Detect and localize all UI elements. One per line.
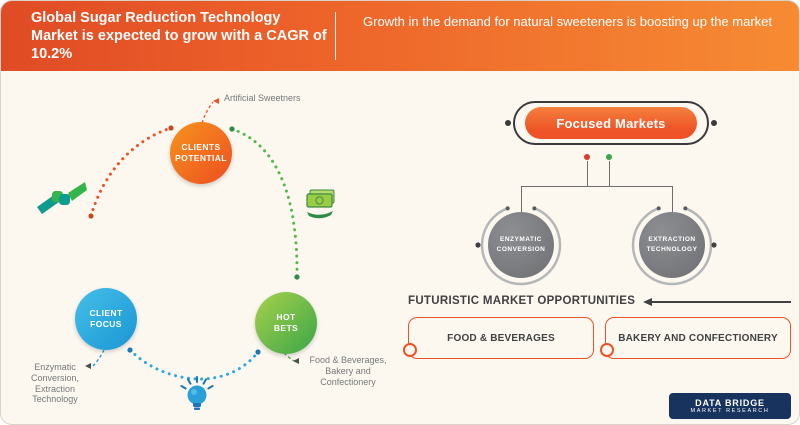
- callout-line: Bakery and: [325, 365, 371, 376]
- connector-drop-left: [521, 186, 522, 212]
- header-subtitle: Growth in the demand for natural sweeten…: [363, 14, 772, 29]
- brand-logo: DATA BRIDGE MARKET RESEARCH: [669, 393, 791, 419]
- header-banner: Global Sugar Reduction Technology Market…: [1, 1, 799, 71]
- callout-line: Enzymatic: [34, 362, 76, 372]
- callout-arrow-icon: [85, 363, 91, 369]
- callout-hot-bets: Food & Beverages, Bakery and Confectione…: [300, 355, 396, 387]
- connector-horizontal: [521, 186, 673, 187]
- lightbulb-icon: [180, 376, 214, 410]
- cycle-arc-orange: [89, 126, 173, 218]
- opportunity-label: BAKERY AND CONFECTIONERY: [618, 332, 778, 344]
- branch-dot-green: [606, 154, 612, 160]
- cycle-arc-green: [230, 127, 299, 279]
- opportunity-label: FOOD & BEVERAGES: [447, 332, 555, 344]
- branch-label-line: EXTRACTION: [648, 235, 696, 243]
- leader-client-focus: [91, 349, 105, 368]
- leader-artificial-sweetners: [201, 101, 214, 124]
- cycle-arc-blue: [128, 348, 260, 381]
- callout-arrow-icon: [293, 358, 299, 364]
- corner-ring-icon: [403, 343, 417, 357]
- opportunities-heading: FUTURISTIC MARKET OPPORTUNITIES: [408, 295, 636, 307]
- connector-stem-right: [609, 161, 610, 186]
- focused-markets-pill: Focused Markets: [525, 107, 697, 139]
- branch-dot-red: [584, 154, 590, 160]
- logo-line-2: MARKET RESEARCH: [690, 408, 770, 415]
- callout-line: Food & Beverages,: [309, 355, 387, 365]
- opportunity-box-bakery-confectionery: BAKERY AND CONFECTIONERY: [600, 317, 791, 359]
- header-divider: [335, 12, 336, 60]
- node-label-line: CLIENTS: [181, 141, 221, 152]
- connector-drop-right: [672, 186, 673, 212]
- node-label-line: CLIENT: [89, 307, 123, 318]
- branch-label-line: CONVERSION: [496, 246, 546, 253]
- node-label-line: POTENTIAL: [175, 153, 227, 163]
- outline-dot-left: [505, 120, 511, 126]
- focused-markets-outline: [505, 101, 717, 145]
- node-client-focus: CLIENT FOCUS: [75, 288, 137, 350]
- logo-line-1: DATA BRIDGE: [695, 397, 765, 408]
- branch-label-line: ENZYMATIC: [500, 235, 542, 243]
- branch-circle-extraction-technology: EXTRACTION TECHNOLOGY: [639, 212, 705, 278]
- node-label-line: FOCUS: [90, 319, 122, 329]
- callout-artificial-sweetners: Artificial Sweetners: [224, 93, 301, 103]
- money-in-hand-icon: [306, 189, 335, 219]
- page-title: Global Sugar Reduction Technology Market…: [31, 10, 327, 62]
- opportunities-arrow-icon: [643, 298, 652, 306]
- node-label-line: BETS: [273, 323, 299, 333]
- opportunities-arrow-line: [651, 301, 791, 303]
- branch-label-line: TECHNOLOGY: [646, 246, 698, 253]
- callout-line: Technology: [32, 394, 78, 405]
- opportunity-box-food-beverages: FOOD & BEVERAGES: [403, 317, 594, 359]
- corner-ring-icon: [600, 343, 614, 357]
- callout-line: Extraction: [34, 383, 76, 394]
- callout-arrow-icon: [213, 98, 219, 104]
- callout-line: Conversion,: [30, 372, 80, 383]
- handshake-icon: [37, 182, 87, 214]
- branch-circle-enzymatic-conversion: ENZYMATIC CONVERSION: [488, 212, 554, 278]
- node-clients-potential: CLIENTS POTENTIAL: [170, 122, 232, 184]
- node-hot-bets: HOT BETS: [255, 292, 317, 354]
- connector-stem-left: [587, 161, 588, 186]
- callout-client-focus: Enzymatic Conversion, Extraction Technol…: [23, 362, 87, 405]
- node-label-line: HOT: [276, 311, 296, 322]
- callout-line: Confectionery: [320, 376, 376, 387]
- outline-dot-right: [711, 120, 717, 126]
